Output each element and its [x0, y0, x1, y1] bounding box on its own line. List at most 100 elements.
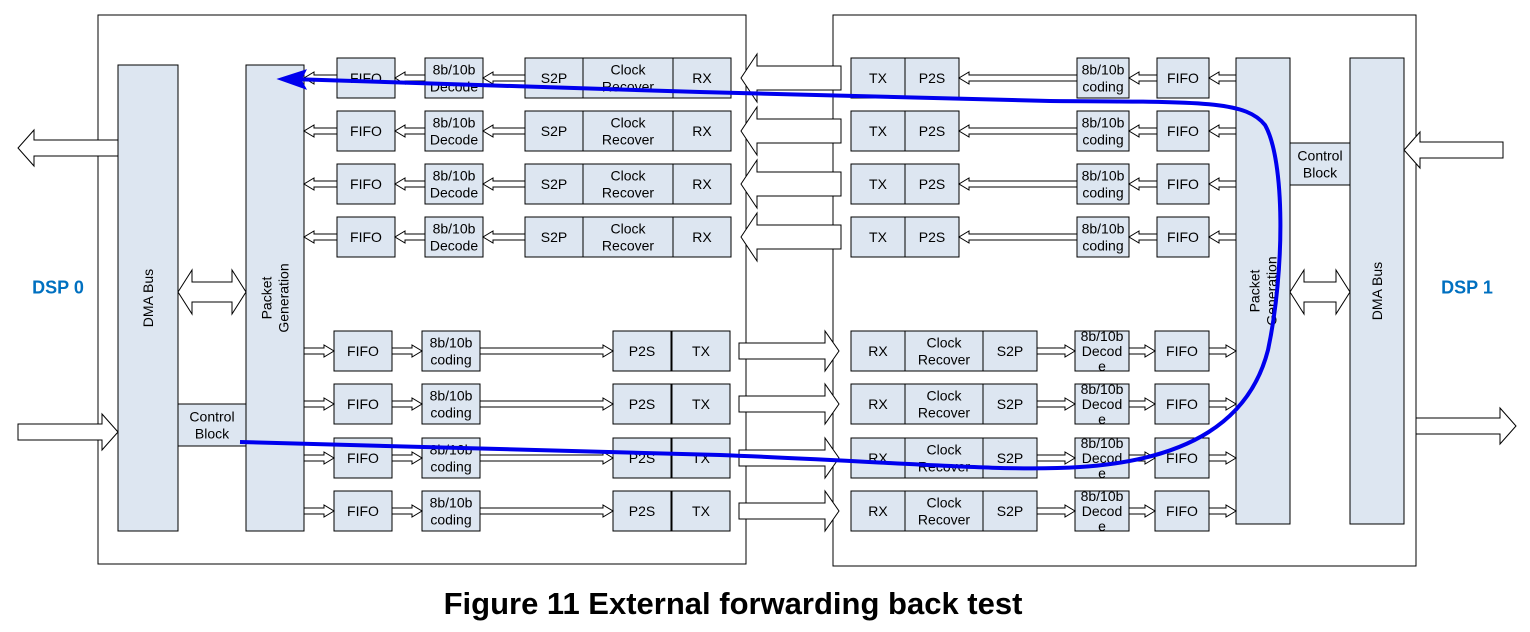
dsp0-rx-lane-2-arrow-dec-fifo	[394, 124, 426, 138]
dsp1-tx-lane-3-tx-label: TX	[869, 176, 888, 192]
dsp1-rx-lane-1-fifo	[1154, 330, 1210, 372]
dsp0-rx-lane-4-link-arrow	[740, 211, 842, 263]
packet-generation-left-label: PacketGeneration	[258, 263, 291, 332]
dsp1-tx-lane-4-tx	[850, 216, 906, 258]
dsp0-rx-lane-3-clock-recover	[582, 163, 674, 205]
dsp0-tx-lane-4-tx-label: TX	[692, 503, 711, 519]
dsp1-tx-lane-4-fifo-label: FIFO	[1167, 229, 1199, 245]
dsp1-tx-lane-4-p2s-label: P2S	[919, 229, 945, 245]
dsp0-rx-lane-3-s2p-label: S2P	[541, 176, 567, 192]
dsp0-tx-lane-1-coding	[421, 330, 481, 372]
dsp1-tx-lane-2-fifo	[1156, 110, 1210, 152]
dsp1-rx-lane-1-arrow-dec-fifo	[1128, 344, 1156, 358]
dsp1-rx-lane-4-fifo	[1154, 490, 1210, 532]
dsp1-rx-lane-2-clock-recover	[904, 383, 984, 425]
dsp0-rx-lane-2-arrow-fifo-pg	[303, 124, 338, 138]
dsp1-tx-lane-3-arrow-pg-fifo	[1208, 177, 1237, 191]
dsp1-tx-lane-3-arrow-coding-p2s	[958, 177, 1078, 191]
dsp0-tx-lane-1-tx-label: TX	[692, 343, 711, 359]
dsp0-tx-lane-4-tx	[671, 490, 731, 532]
dsp0-rx-lane-4-fifo	[336, 216, 396, 258]
dsp0-tx-lane-2-tx	[671, 383, 731, 425]
dsp1-rx-lane-1-rx-label: RX	[868, 343, 888, 359]
dsp1-rx-lane-4-arrow-s2p-dec	[1036, 504, 1076, 518]
dsp1-tx-lane-4-tx-label: TX	[869, 229, 888, 245]
dsp0-tx-lane-2-tx-label: TX	[692, 396, 711, 412]
dsp1-tx-lane-1-tx-label: TX	[869, 70, 888, 86]
dma-packet-bidi-arrow-right	[1289, 268, 1351, 316]
dsp0-rx-lane-3-arrow-fifo-pg	[303, 177, 338, 191]
dsp1-tx-lane-4-p2s	[904, 216, 960, 258]
dsp0-rx-lane-4-fifo-label: FIFO	[350, 229, 382, 245]
dsp0-rx-lane-4-arrow-dec-fifo	[394, 230, 426, 244]
control-block-right	[1289, 142, 1351, 186]
dsp0-tx-lane-1-link-arrow	[738, 329, 840, 373]
dsp1-tx-lane-3-p2s-label: P2S	[919, 176, 945, 192]
dsp0-tx-lane-2-arrow-coding-p2s	[479, 397, 614, 411]
dsp1-rx-lane-1-arrow-fifo-pg	[1208, 344, 1237, 358]
dsp1-tx-lane-1-fifo-label: FIFO	[1167, 70, 1199, 86]
dsp1-rx-lane-1-s2p	[982, 330, 1038, 372]
dsp0-rx-lane-1-fifo	[336, 57, 396, 99]
dsp1-tx-lane-2-fifo-label: FIFO	[1167, 123, 1199, 139]
forwarding-path-line	[239, 77, 1283, 471]
dsp1-rx-lane-1-rx	[850, 330, 906, 372]
dsp1-tx-lane-3-tx	[850, 163, 906, 205]
dsp0-output-arrow	[17, 128, 119, 168]
dsp0-rx-lane-4-s2p	[524, 216, 584, 258]
dsp0-tx-lane-3-coding	[421, 437, 481, 479]
dsp0-tx-lane-3-arrow-fifo-coding	[391, 451, 423, 465]
dsp0-tx-lane-4-arrow-coding-p2s	[479, 504, 614, 518]
dsp0-tx-lane-2-arrow-fifo-coding	[391, 397, 423, 411]
dsp1-tx-lane-4-arrow-coding-p2s	[958, 230, 1078, 244]
dsp1-tx-lane-2-arrow-fifo-coding	[1128, 124, 1158, 138]
dsp0-tx-lane-2-p2s-label: P2S	[629, 396, 655, 412]
dsp0-tx-lane-2-link-arrow	[738, 382, 840, 426]
dsp0-input-arrow	[17, 412, 119, 452]
dsp1-tx-lane-1-arrow-pg-fifo	[1208, 71, 1237, 85]
dsp0-rx-lane-3-s2p	[524, 163, 584, 205]
dma-packet-bidi-arrow-left	[177, 268, 247, 316]
dsp0-tx-lane-4-p2s	[612, 490, 672, 532]
dsp1-rx-lane-3-fifo-label: FIFO	[1166, 450, 1198, 466]
dsp0-rx-lane-3-arrow-dec-fifo	[394, 177, 426, 191]
dsp0-tx-lane-4-fifo-label: FIFO	[347, 503, 379, 519]
dsp0-tx-lane-2-fifo-label: FIFO	[347, 396, 379, 412]
dsp1-rx-lane-2-arrow-fifo-pg	[1208, 397, 1237, 411]
dsp0-rx-lane-2-arrow-s2p-dec	[482, 124, 526, 138]
dsp0-rx-lane-4-arrow-s2p-dec	[482, 230, 526, 244]
dsp0-rx-lane-2-rx-label: RX	[692, 123, 712, 139]
dsp1-tx-lane-2-arrow-pg-fifo	[1208, 124, 1237, 138]
dsp0-rx-lane-2-s2p-label: S2P	[541, 123, 567, 139]
dsp0-tx-lane-1-p2s	[612, 330, 672, 372]
dsp1-rx-lane-3-rx	[850, 437, 906, 479]
packet-generation-left	[245, 64, 305, 532]
dsp0-tx-lane-4-link-arrow	[738, 489, 840, 533]
dsp1-rx-lane-4-rx	[850, 490, 906, 532]
dsp1-rx-lane-2-s2p-label: S2P	[997, 396, 1023, 412]
dsp1-tx-lane-4-coding	[1076, 216, 1130, 258]
dsp1-rx-lane-3-clock-recover	[904, 437, 984, 479]
dsp1-rx-lane-2-decode	[1074, 383, 1130, 425]
dsp1-rx-lane-3-s2p	[982, 437, 1038, 479]
dsp0-rx-lane-1-decode	[424, 57, 484, 99]
dsp1-label: DSP 1	[1441, 277, 1493, 297]
dsp1-rx-lane-2-fifo	[1154, 383, 1210, 425]
dsp0-tx-lane-1-arrow-pg-fifo	[303, 344, 335, 358]
dsp0-rx-lane-2-clock-recover	[582, 110, 674, 152]
dsp0-rx-lane-4-arrow-fifo-pg	[303, 230, 338, 244]
dsp1-tx-lane-3-coding	[1076, 163, 1130, 205]
dsp1-rx-lane-4-s2p-label: S2P	[997, 503, 1023, 519]
dma-bus-right-label: DMA Bus	[1369, 262, 1385, 320]
forwarding-path-arrowhead	[276, 69, 308, 90]
